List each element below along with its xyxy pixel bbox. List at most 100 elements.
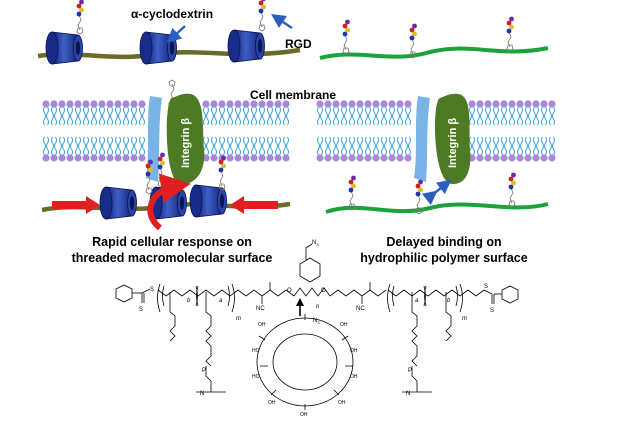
lipid-lower bbox=[315, 136, 325, 163]
lipid-lower bbox=[379, 136, 389, 163]
chem-oh-7: OH bbox=[340, 322, 348, 328]
integrin-beta-left bbox=[166, 93, 205, 185]
chem-o-peg-2: O bbox=[321, 288, 326, 294]
lipid-lower bbox=[499, 136, 509, 163]
lipid-lower bbox=[483, 136, 493, 163]
slide-arrow-right bbox=[52, 196, 100, 214]
chem-p-right: P bbox=[408, 368, 412, 374]
lipid-lower bbox=[49, 136, 59, 163]
lipid-upper bbox=[491, 99, 501, 126]
lipid-lower bbox=[387, 136, 397, 163]
lipid-upper bbox=[97, 99, 107, 126]
lipid-upper bbox=[273, 99, 283, 126]
chem-a-right: a bbox=[415, 298, 419, 304]
rgd-peptide-7 bbox=[157, 152, 166, 188]
lipid-upper bbox=[129, 99, 139, 126]
cyclodextrin-arrow bbox=[166, 25, 186, 43]
lipid-upper bbox=[137, 99, 147, 126]
rgd-arrow bbox=[271, 14, 293, 29]
integrin-label-right: Integrin β bbox=[447, 118, 459, 168]
cell-membrane-label: Cell membrane bbox=[250, 88, 336, 102]
chem-ho-1: HO bbox=[252, 348, 260, 354]
rgd-label: RGD bbox=[285, 37, 312, 51]
chem-b-left: b bbox=[187, 298, 191, 304]
chem-oh-5: OH bbox=[350, 374, 358, 380]
lipid-upper bbox=[81, 99, 91, 126]
rgd-peptide-1 bbox=[76, 0, 85, 35]
chem-s-left-2: S bbox=[150, 287, 154, 293]
rapid-caption-line2: threaded macromolecular surface bbox=[72, 251, 273, 265]
lipid-lower bbox=[371, 136, 381, 163]
lipid-lower bbox=[531, 136, 541, 163]
chem-n-plus-right: N bbox=[406, 391, 410, 397]
rgd-peptide-3 bbox=[342, 19, 351, 55]
lipid-lower bbox=[209, 136, 219, 163]
lipid-lower bbox=[249, 136, 259, 163]
chem-oh-3: OH bbox=[300, 412, 308, 418]
chem-m-left: m bbox=[236, 316, 241, 322]
lipid-upper bbox=[539, 99, 549, 126]
cell-membrane-left bbox=[41, 99, 291, 163]
lipid-lower bbox=[65, 136, 75, 163]
lipid-lower bbox=[129, 136, 139, 163]
lipid-lower bbox=[475, 136, 485, 163]
lipid-lower bbox=[257, 136, 267, 163]
lipid-upper bbox=[281, 99, 291, 126]
cyclodextrin-ring-1 bbox=[45, 31, 83, 65]
lipid-upper bbox=[217, 99, 227, 126]
polyrotaxane-top bbox=[37, 0, 301, 115]
chem-oh-1: OH bbox=[258, 322, 266, 328]
integrin-alpha-right bbox=[414, 96, 430, 182]
lipid-upper bbox=[315, 99, 325, 126]
lipid-upper bbox=[201, 99, 211, 126]
chem-n3-top: N3 bbox=[312, 240, 319, 247]
lipid-lower bbox=[81, 136, 91, 163]
lipid-lower bbox=[281, 136, 291, 163]
chem-n-repeat: n bbox=[316, 304, 320, 310]
phenyl-ring-left bbox=[115, 284, 133, 303]
cyclodextrin-ring-4 bbox=[99, 186, 137, 220]
lipid-lower bbox=[137, 136, 147, 163]
delayed-caption-line2: hydrophilic polymer surface bbox=[360, 251, 527, 265]
integrin-beta-right bbox=[435, 93, 471, 185]
lipid-lower bbox=[121, 136, 131, 163]
lipid-upper bbox=[113, 99, 123, 126]
lipid-upper bbox=[89, 99, 99, 126]
lipid-lower bbox=[339, 136, 349, 163]
chem-s-left-1: S bbox=[139, 307, 143, 313]
chem-o-peg-1: O bbox=[287, 288, 292, 294]
lipid-lower bbox=[395, 136, 405, 163]
chem-a-left: a bbox=[219, 298, 223, 304]
rgd-peptide-8 bbox=[218, 155, 227, 191]
lipid-upper bbox=[507, 99, 517, 126]
lipid-upper bbox=[249, 99, 259, 126]
alpha-cyclodextrin-macrocycle bbox=[256, 317, 354, 407]
lipid-lower bbox=[225, 136, 235, 163]
lipid-upper bbox=[233, 99, 243, 126]
lipid-upper bbox=[523, 99, 533, 126]
chem-oh-2: OH bbox=[268, 400, 276, 406]
chem-s-right-1: S bbox=[490, 308, 494, 314]
lipid-upper bbox=[379, 99, 389, 126]
lipid-upper bbox=[57, 99, 67, 126]
lipid-upper bbox=[515, 99, 525, 126]
rgd-peptide-4 bbox=[409, 23, 418, 59]
lipid-lower bbox=[331, 136, 341, 163]
lipid-upper bbox=[483, 99, 493, 126]
lipid-upper bbox=[475, 99, 485, 126]
chem-p-left: P bbox=[202, 368, 206, 374]
lipid-upper bbox=[395, 99, 405, 126]
polyrotaxane-bound bbox=[41, 152, 291, 231]
hydrophilic-polymer-bound bbox=[325, 172, 549, 215]
lipid-lower bbox=[363, 136, 373, 163]
rgd-peptide-2 bbox=[258, 0, 267, 32]
lipid-lower bbox=[265, 136, 275, 163]
lipid-lower bbox=[323, 136, 333, 163]
chem-n-plus-left: N bbox=[200, 391, 204, 397]
lipid-lower bbox=[523, 136, 533, 163]
lipid-upper bbox=[331, 99, 341, 126]
integrin-right: Integrin β bbox=[414, 93, 471, 185]
lipid-upper bbox=[49, 99, 59, 126]
